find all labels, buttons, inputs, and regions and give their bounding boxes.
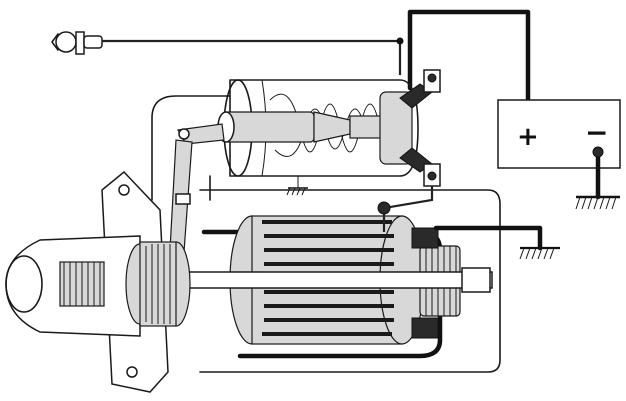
battery-positive-symbol: +: [517, 122, 539, 152]
plunger: [217, 111, 385, 143]
motor-ground-icon: [519, 246, 560, 260]
wire-junction: [396, 37, 404, 45]
battery-positive-cable: [407, 9, 531, 115]
solenoid-contacts: [379, 69, 441, 187]
shift-lever: [169, 123, 225, 253]
brushes: [411, 227, 439, 339]
motor-ground-wire: [433, 225, 543, 251]
solenoid-ground-icon: [286, 176, 308, 196]
control-wire: [102, 39, 402, 75]
lever-housing-outline: [151, 95, 231, 201]
motor-housing: [199, 189, 501, 373]
pinion-gear: [59, 261, 105, 307]
battery-ground-icon: [575, 195, 620, 210]
solenoid-motor-link: [382, 186, 434, 232]
ignition-switch: [51, 31, 103, 55]
overrunning-clutch: [125, 241, 191, 327]
battery-negative-symbol: −: [585, 116, 608, 149]
shaft-end: [461, 267, 491, 293]
